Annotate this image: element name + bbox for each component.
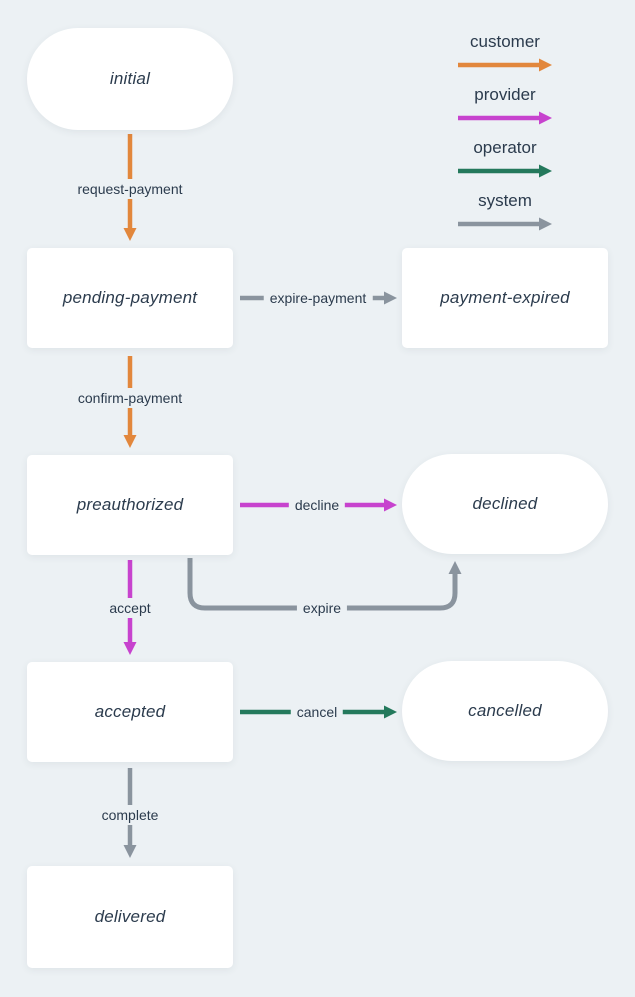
state-label: accepted bbox=[94, 702, 166, 721]
legend-item-provider: provider bbox=[457, 85, 553, 125]
state-node-cancelled: cancelled bbox=[402, 661, 608, 761]
transition-label-cancel: cancel bbox=[290, 702, 344, 722]
state-label: payment-expired bbox=[440, 288, 570, 307]
state-label: declined bbox=[472, 494, 538, 513]
state-node-accepted: accepted bbox=[27, 662, 233, 762]
transition-label-accept: accept bbox=[103, 598, 157, 618]
state-label: preauthorized bbox=[76, 495, 184, 514]
state-label: delivered bbox=[94, 907, 166, 926]
transition-label-complete: complete bbox=[95, 805, 165, 825]
legend-item-operator: operator bbox=[457, 138, 553, 178]
state-node-declined: declined bbox=[402, 454, 608, 554]
transition-label-decline: decline bbox=[288, 495, 346, 515]
transition-label-expire-payment: expire-payment bbox=[263, 288, 373, 308]
state-label: cancelled bbox=[468, 701, 542, 720]
legend-label: operator bbox=[473, 138, 537, 157]
transition-label-expire: expire bbox=[296, 598, 348, 618]
system-arrow-icon bbox=[458, 217, 552, 231]
state-label: pending-payment bbox=[62, 288, 198, 307]
operator-arrow-icon bbox=[458, 164, 552, 178]
transition-label-confirm-payment: confirm-payment bbox=[71, 388, 189, 408]
state-label: initial bbox=[109, 69, 151, 88]
legend-item-system: system bbox=[457, 191, 553, 231]
state-node-preauthorized: preauthorized bbox=[27, 455, 233, 555]
legend-label: provider bbox=[474, 85, 536, 104]
transition-label-request-payment: request-payment bbox=[71, 179, 189, 199]
state-node-initial: initial bbox=[27, 28, 233, 130]
state-node-pending-payment: pending-payment bbox=[27, 248, 233, 348]
state-node-delivered: delivered bbox=[27, 866, 233, 968]
legend-label: customer bbox=[470, 32, 540, 51]
legend-item-customer: customer bbox=[457, 32, 553, 72]
state-node-payment-expired: payment-expired bbox=[402, 248, 608, 348]
legend-label: system bbox=[478, 191, 532, 210]
provider-arrow-icon bbox=[458, 111, 552, 125]
customer-arrow-icon bbox=[458, 58, 552, 72]
legend: customer provider operator system bbox=[445, 32, 565, 244]
